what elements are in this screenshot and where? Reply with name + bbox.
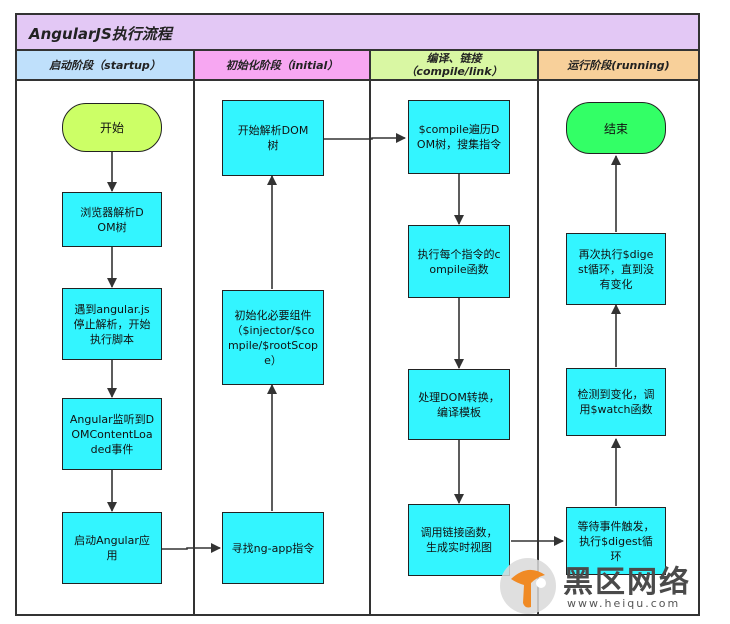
lane-header-compile: 编译、链接（compile/link） [369, 49, 539, 81]
watermark-text: 黑区网络 [563, 565, 691, 600]
arrow-parse-to-compile [324, 133, 406, 143]
node-digest-again: 再次执行$digest循环，直到没有变化 [566, 233, 666, 305]
watermark: 黑区网络 www.heiqu.com [497, 553, 727, 621]
node-init-components: 初始化必要组件（$injector/$compile/$rootScope） [222, 290, 324, 385]
node-compile-traverse: $compile遍历DOM树，搜集指令 [408, 100, 510, 174]
diagram-title: AngularJS执行流程 [29, 25, 172, 43]
watermark-logo-icon [500, 558, 556, 614]
node-find-ng-app: 寻找ng-app指令 [222, 512, 324, 584]
lane-header-running: 运行阶段(running) [537, 49, 700, 81]
diagram-title-bar: AngularJS执行流程 [15, 13, 700, 51]
lane-divider-1 [193, 79, 195, 616]
end-node: 结束 [566, 102, 666, 154]
lane-header-compile-label: 编译、链接（compile/link） [405, 52, 503, 78]
lane-header-initial: 初始化阶段（initial） [193, 49, 371, 81]
node-detect-change: 检测到变化，调用$watch函数 [566, 368, 666, 436]
node-exec-compile: 执行每个指令的compile函数 [408, 225, 510, 298]
lane-divider-2 [369, 79, 371, 616]
node-wait-event: 等待事件触发，执行$digest循环 [566, 507, 666, 575]
lane-divider-3 [537, 79, 539, 616]
node-parse-dom: 开始解析DOM树 [222, 100, 324, 176]
node-call-link: 调用链接函数，生成实时视图 [408, 504, 510, 576]
watermark-url: www.heiqu.com [567, 597, 681, 610]
start-node: 开始 [62, 103, 162, 152]
node-browser-parse: 浏览器解析DOM树 [62, 192, 162, 247]
node-process-dom: 处理DOM转换，编译模板 [408, 369, 510, 440]
arrow-boot-to-ngapp [162, 543, 221, 553]
node-angular-js: 遇到angular.js停止解析，开始执行脚本 [62, 288, 162, 360]
node-dom-listener: Angular监听到DOMContentLoaded事件 [62, 398, 162, 470]
node-boot-angular: 启动Angular应用 [62, 512, 162, 584]
